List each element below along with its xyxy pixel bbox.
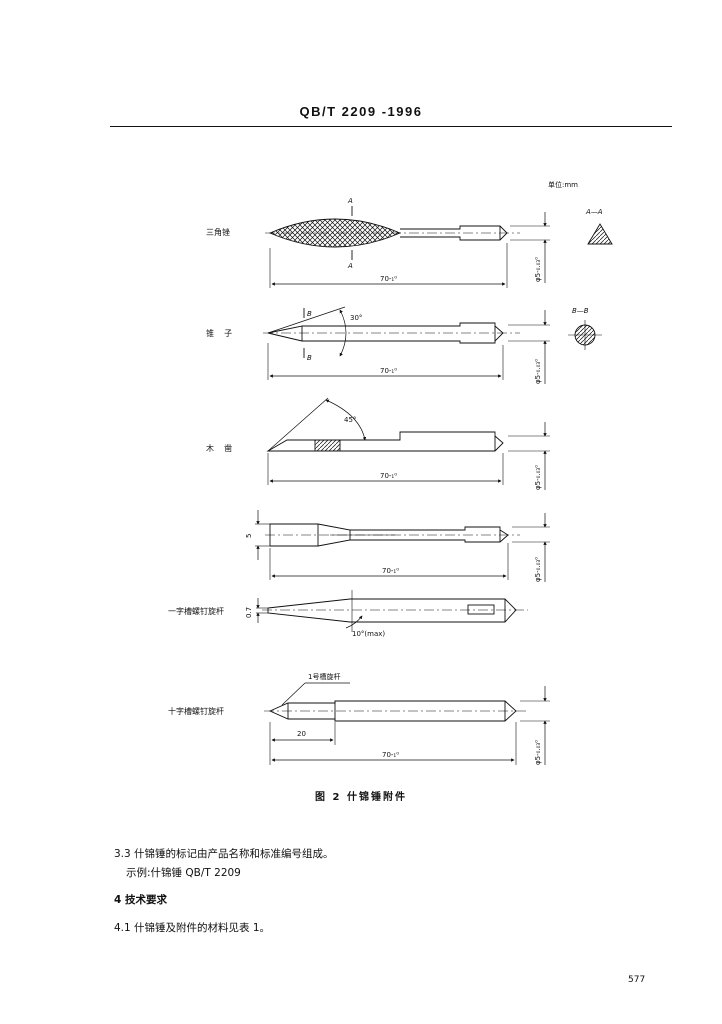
paragraph-4-1: 4.1 什锦锤及附件的材料见表 1。 xyxy=(114,922,271,934)
cut-label-b-top: B xyxy=(307,310,312,318)
paragraph-3-3: 3.3 什锦锤的标记由产品名称和标准编号组成。 xyxy=(114,848,334,860)
cut-label-a-top: A xyxy=(347,197,353,205)
tool-name-cross-screwdriver: 十字槽螺钉旋杆 xyxy=(168,707,224,716)
header-rule xyxy=(110,126,672,127)
dim-dia-1: φ5-₀.₀₃⁰ xyxy=(534,257,542,282)
section-heading-4: 4 技术要求 xyxy=(114,894,167,906)
tool-name-awl: 锥 子 xyxy=(206,329,233,338)
wood-chisel-drawing xyxy=(266,397,550,490)
cut-label-a-bottom: A xyxy=(347,262,353,270)
slotted-screwdriver-drawing xyxy=(256,590,528,632)
dim-dia-2: φ5-₀.₀₃⁰ xyxy=(534,359,542,384)
document-header: QB/T 2209 -1996 xyxy=(299,104,423,119)
tool-name-wood-chisel: 木 凿 xyxy=(206,444,233,453)
section-label-a: A—A xyxy=(585,208,603,216)
tool-name-triangle-file: 三角锉 xyxy=(206,228,230,237)
page-number: 577 xyxy=(628,975,646,985)
dim-length-4: 70-₁⁰ xyxy=(382,567,399,575)
angle-10-max: 10°(max) xyxy=(352,630,385,638)
section-label-b: B—B xyxy=(572,307,589,315)
tool-name-slotted-screwdriver: 一字槽螺钉旋杆 xyxy=(168,607,224,616)
dim-dia-6: φ5-₀.₀₃⁰ xyxy=(534,740,542,765)
dim-dia-4: φ5-₀.₀₃⁰ xyxy=(534,557,542,582)
dim-length-3: 70-₁⁰ xyxy=(380,472,397,480)
angle-30: 30° xyxy=(350,314,362,322)
dim-width-07: 0.7 xyxy=(245,607,253,618)
flat-tool-drawing xyxy=(255,510,550,582)
dim-length-1: 70-₁⁰ xyxy=(380,275,397,283)
unit-label: 单位:mm xyxy=(548,181,578,189)
triangle-file-drawing xyxy=(265,206,613,288)
cross-screwdriver-drawing xyxy=(264,682,550,765)
dim-length-2: 70-₁⁰ xyxy=(380,367,397,375)
cut-label-b-bottom: B xyxy=(307,354,312,362)
awl-drawing xyxy=(263,306,602,384)
dim-length-6: 70-₁⁰ xyxy=(382,751,399,759)
dim-20: 20 xyxy=(297,730,306,738)
section-a-triangle xyxy=(587,223,613,245)
dim-width-5: 5 xyxy=(245,534,253,538)
figure-caption: 图 2 什锦锤附件 xyxy=(315,792,407,803)
angle-45: 45° xyxy=(344,416,356,424)
callout-no1-bit: 1号槽旋杆 xyxy=(308,672,340,681)
dim-dia-3: φ5-₀.₀₃⁰ xyxy=(534,465,542,490)
example-line: 示例:什锦锤 QB/T 2209 xyxy=(126,867,241,879)
